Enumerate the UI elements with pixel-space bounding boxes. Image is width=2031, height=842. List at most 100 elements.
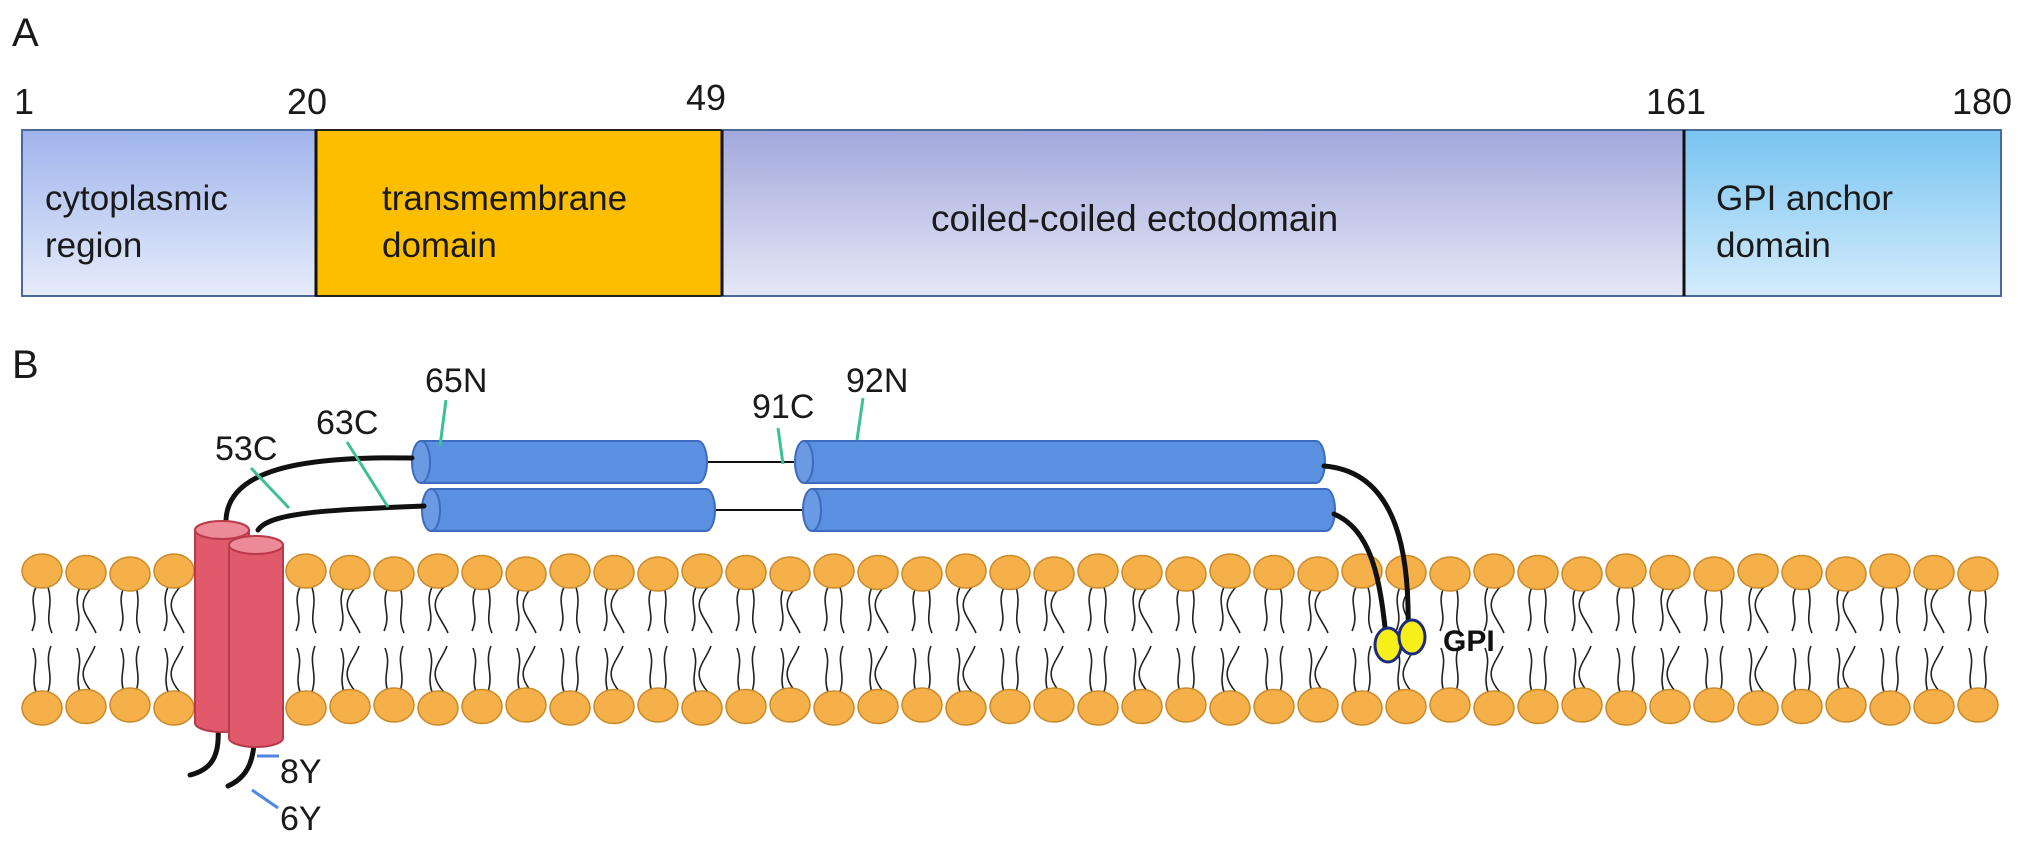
domain-transmembrane [315,129,723,297]
domain-cytoplasmic [21,129,317,297]
lipid-tail [311,586,317,634]
lipid-tail [1219,586,1225,632]
lipid-head [593,554,635,591]
lipid-tail [823,586,829,632]
lipid-head [857,554,899,591]
domain-bar: cytoplasmic region transmembrane domain … [21,129,2002,297]
lipid-head [989,554,1031,591]
lipid-tail [1968,647,1973,693]
lipid-tail [560,647,565,693]
lipid-head [1869,553,1911,589]
lipid-head [461,688,503,725]
lipid-tail [82,586,97,634]
lipid-tail [647,586,653,632]
lipid-head [681,553,723,589]
lipid-tail [1455,586,1461,634]
lipid-head [461,554,503,591]
lipid-tail [1616,647,1621,693]
transmembrane-helices [194,520,284,748]
lipid-tail [874,645,888,693]
marker-line [249,466,291,510]
lipid-head [1473,690,1515,726]
panel-b-letter: B [12,343,39,387]
lipid-tail [1050,645,1064,693]
lipid-head [725,688,767,725]
lipid-heads-outer [21,553,1999,592]
lipid-head [65,554,107,591]
lipid-tail [340,647,345,693]
lipid-tail [786,645,800,693]
lipid-tail [428,647,433,693]
lipid-tail [780,647,785,693]
lipid-tail [1747,586,1753,632]
lipid-head [417,553,459,589]
lipid-head [637,556,679,592]
chain-path [1321,463,1411,639]
lipid-tail [1226,586,1241,634]
gpi-anchor-ellipse [1373,626,1403,664]
lipid-tail [339,586,345,632]
lipid-tail [1103,586,1109,634]
polypeptide-chains [187,455,1411,789]
lipid-head [1869,690,1911,726]
lipid-tail [1578,586,1593,634]
lipid-tail [515,586,521,632]
lipid-tail [1754,586,1769,634]
lipid-tail [956,647,961,693]
residue-labels: 65N 91C 92N 53C 63C 8Y 6Y [215,362,908,838]
lipid-head [1253,688,1295,725]
lipid-head [901,687,943,723]
lipid-tail [399,645,404,693]
domain-label: domain [1716,226,1831,265]
position-label: 1 [14,81,34,122]
lipid-head [1957,556,1999,592]
lipid-tail [1842,586,1857,634]
lipid-head [1517,688,1559,725]
lipid-head [373,687,415,723]
residue-label: 65N [425,362,487,400]
lipid-tail [698,645,712,693]
lipid-tail [1924,647,1929,693]
lipid-head [1737,690,1779,726]
lipid-tail [1967,586,1973,632]
chain-path [187,725,221,778]
lipid-tail [575,645,580,693]
lipid-head [1561,556,1603,592]
lipid-head [1033,556,1075,592]
lipid-tail [1543,586,1549,634]
domain-label: transmembrane [382,179,627,218]
lipid-head [1737,553,1779,589]
domain-label: GPI anchor [1716,179,1893,218]
lipid-head [1429,687,1471,723]
lipid-head [681,690,723,726]
marker-line [345,441,390,508]
lipid-tail [1050,586,1065,634]
position-label: 161 [1646,81,1706,122]
lipid-tail [1351,586,1357,632]
lipid-tail [1880,647,1885,693]
lipid-head [1429,556,1471,592]
lipid-tail [874,586,889,634]
lipid-head [1473,553,1515,589]
lipid-tail [559,586,565,632]
lipid-head [945,690,987,726]
lipid-head [1957,687,1999,723]
lipid-head [1913,688,1955,725]
lipid-tail [751,586,757,634]
gpi-anchor: GPI [1373,618,1495,664]
lipid-tail [1103,645,1108,693]
lipid-tail [603,586,609,632]
lipid-tail [1930,586,1945,634]
lipid-tail [751,645,756,693]
position-label: 20 [287,81,327,122]
lipid-head [1121,554,1163,591]
lipid-tail [1191,645,1196,693]
lipid-tail [1131,586,1137,632]
lipid-tail [1132,647,1137,693]
lipid-tail [1703,586,1709,632]
lipid-tail [1015,645,1020,693]
lipid-tail [76,647,81,693]
lipid-head [1165,556,1207,592]
lipid-tail [927,586,933,634]
position-label: 49 [686,77,726,118]
